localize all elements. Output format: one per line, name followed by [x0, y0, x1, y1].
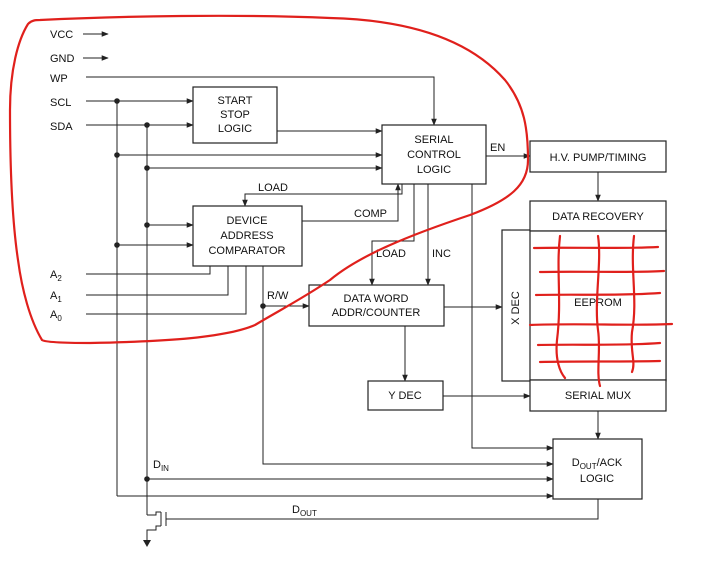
pin-scl-label: SCL [50, 97, 71, 109]
svg-text:X DEC: X DEC [510, 291, 522, 325]
red-eeprom-scribble [528, 234, 674, 388]
svg-text:CONTROL: CONTROL [407, 149, 461, 161]
load-mid-wire [369, 184, 415, 286]
hv-pump-timing-block: H.V. PUMP/TIMING [529, 140, 667, 173]
control-to-dout-wire [471, 184, 554, 451]
pin-a1-label: A1 [50, 290, 62, 304]
pin-gnd-label: GND [50, 53, 75, 65]
load-top-label: LOAD [258, 182, 288, 194]
dout-label: DOUT [292, 504, 317, 518]
svg-text:LOGIC: LOGIC [417, 164, 451, 176]
dout-wire [166, 499, 599, 520]
start-stop-logic-block: START STOP LOGIC [192, 86, 278, 144]
svg-text:DATA RECOVERY: DATA RECOVERY [552, 211, 644, 223]
svg-text:Y DEC: Y DEC [388, 390, 421, 402]
svg-text:ADDRESS: ADDRESS [220, 230, 273, 242]
comp-wire [302, 183, 401, 222]
dout-transistor-symbol [143, 511, 167, 547]
din-junction [144, 476, 150, 482]
svg-text:ADDR/COUNTER: ADDR/COUNTER [332, 307, 421, 319]
svg-text:LOGIC: LOGIC [218, 123, 252, 135]
svg-text:LOGIC: LOGIC [580, 473, 614, 485]
wp-wire [86, 76, 437, 126]
svg-text:STOP: STOP [220, 109, 250, 121]
data-recovery-block: DATA RECOVERY [529, 200, 667, 232]
svg-text:DOUT/ACK: DOUT/ACK [572, 457, 623, 471]
en-label: EN [490, 142, 505, 154]
a0-wire [86, 266, 247, 315]
scl-comparator-junction [114, 242, 120, 248]
svg-text:SERIAL MUX: SERIAL MUX [565, 390, 632, 402]
svg-text:START: START [217, 95, 252, 107]
load-top-wire [242, 184, 403, 207]
sda-junction [144, 122, 150, 128]
inc-label: INC [432, 248, 451, 260]
serial-control-logic-block: SERIAL CONTROL LOGIC [381, 124, 487, 185]
din-label: DIN [153, 459, 169, 473]
pin-a0-label: A0 [50, 309, 62, 323]
a1-wire [86, 266, 229, 296]
dout-ack-logic-block: DOUT/ACK LOGIC [552, 438, 643, 500]
scl-junction [114, 98, 120, 104]
load-mid-label: LOAD [376, 248, 406, 260]
x-dec-block: X DEC [510, 291, 522, 325]
comp-label: COMP [354, 208, 387, 220]
red-outline-annotation [8, 14, 530, 345]
svg-text:SERIAL: SERIAL [414, 134, 453, 146]
a2-wire [86, 266, 211, 275]
scl-control-junction [114, 152, 120, 158]
rw-vertical-wire [262, 266, 554, 467]
sda-comparator-junction [144, 222, 150, 228]
sda-control-junction [144, 165, 150, 171]
svg-text:H.V. PUMP/TIMING: H.V. PUMP/TIMING [550, 152, 647, 164]
pin-sda-label: SDA [50, 121, 73, 133]
svg-text:DEVICE: DEVICE [227, 215, 268, 227]
svg-text:COMPARATOR: COMPARATOR [208, 245, 285, 257]
device-address-comparator-block: DEVICE ADDRESS COMPARATOR [192, 205, 303, 267]
data-word-addr-counter-block: DATA WORD ADDR/COUNTER [308, 284, 445, 327]
pin-vcc-label: VCC [50, 29, 73, 41]
pin-a2-label: A2 [50, 269, 62, 283]
rw-label: R/W [267, 290, 289, 302]
pin-wp-label: WP [50, 73, 68, 85]
svg-text:DATA WORD: DATA WORD [344, 293, 409, 305]
serial-mux-block: SERIAL MUX [529, 379, 667, 412]
y-dec-block: Y DEC [367, 380, 444, 411]
